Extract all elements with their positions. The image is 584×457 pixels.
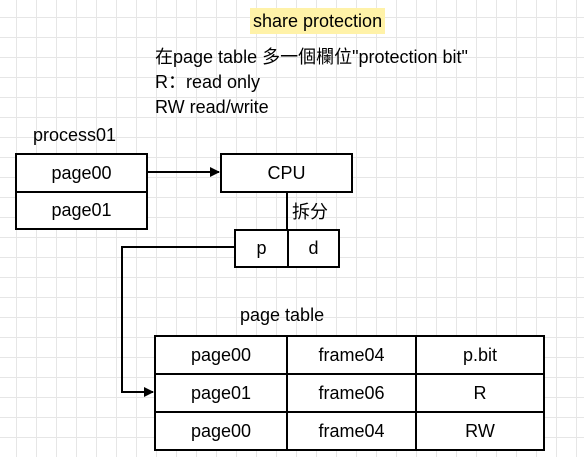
process-page00-box: page00	[15, 153, 148, 193]
page-table-row-2-frame: frame06	[286, 373, 417, 413]
page-table-row-1-page: page00	[154, 335, 288, 375]
page-table-row-3-bit: RW	[415, 411, 545, 451]
page-table-row-3-page: page00	[154, 411, 288, 451]
note-read-write: RW read/write	[155, 97, 269, 117]
cpu-box: CPU	[220, 153, 353, 193]
split-label: 拆分	[292, 202, 328, 222]
note-protection-bit: 在page table 多一個欄位"protection bit"	[155, 47, 468, 67]
page-table-row-1-frame: frame04	[286, 335, 417, 375]
process-page01-box: page01	[15, 191, 148, 230]
arrow-p-to-page-table	[121, 246, 234, 397]
note-read-only: R：read only	[155, 72, 261, 92]
page-table-row-2-page: page01	[154, 373, 288, 413]
address-p-box: p	[234, 229, 289, 268]
page-table-label: page table	[240, 305, 325, 325]
diagram-title: share protection	[250, 8, 386, 34]
process-label: process01	[33, 125, 117, 145]
page-table-row-1-bit: p.bit	[415, 335, 545, 375]
address-d-box: d	[287, 229, 340, 268]
page-table-row-3-frame: frame04	[286, 411, 417, 451]
page-table-row-2-bit: R	[415, 373, 545, 413]
